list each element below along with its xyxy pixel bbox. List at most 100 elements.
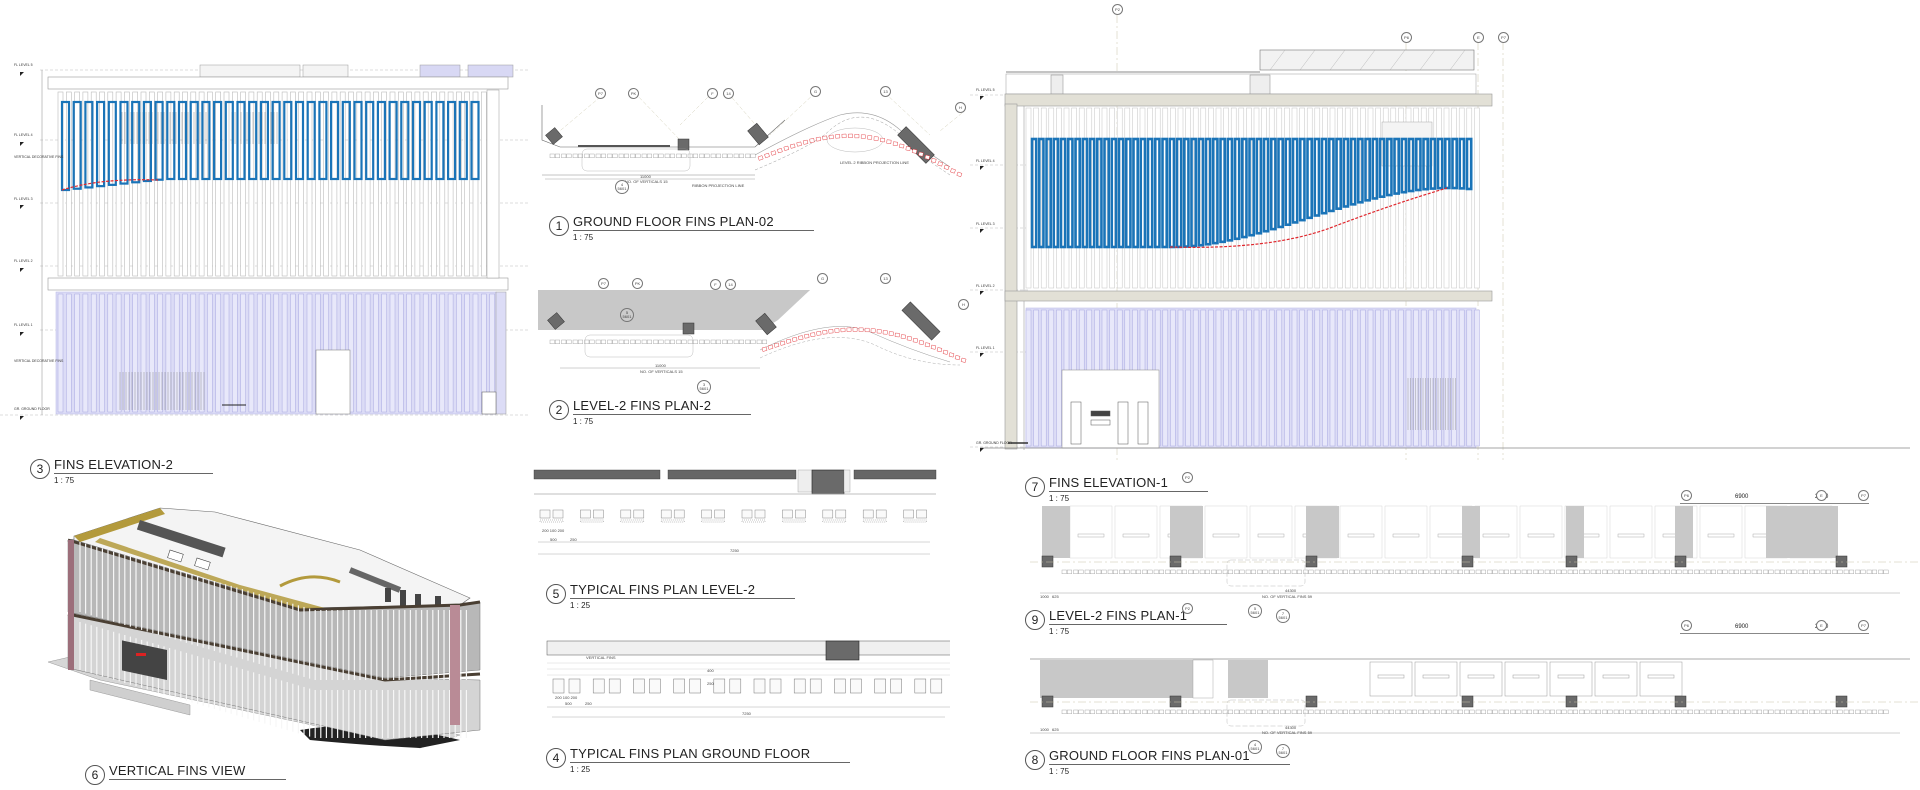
- view-title: TYPICAL FINS PLAN GROUND FLOOR: [570, 746, 851, 763]
- view-ground-floor-fins-plan-02: 11000 NO. OF VERTICALS 15 RIBBON PROJECT…: [530, 75, 970, 190]
- svg-text:1000: 1000: [1040, 594, 1050, 599]
- grid-bubble-e: E: [1816, 620, 1827, 631]
- view-ground-floor-fins-plan-01: 1000 625 44300 NO. OF VERTICAL FINS 59: [1030, 655, 1920, 735]
- svg-text:GR. GROUND FLOOR: GR. GROUND FLOOR: [14, 407, 50, 411]
- grid-bubble-pk: PK: [628, 88, 639, 99]
- svg-text:7250: 7250: [742, 711, 752, 716]
- svg-text:GR. GROUND FLOOR: GR. GROUND FLOOR: [976, 441, 1012, 445]
- view-number: 3: [30, 459, 50, 479]
- grid-bubble-pk: PK: [632, 278, 643, 289]
- svg-text:FL LEVEL 5: FL LEVEL 5: [14, 63, 33, 67]
- svg-text:LEVEL 2 RIBBON PROJECTION LINE: LEVEL 2 RIBBON PROJECTION LINE: [840, 160, 909, 165]
- view-title: LEVEL-2 FINS PLAN-2: [573, 398, 752, 415]
- view-fins-elevation-2: FL LEVEL 5 FL LEVEL 4 FL LEVEL 3 FL LEVE…: [0, 60, 530, 440]
- svg-text:FL LEVEL 4: FL LEVEL 4: [14, 133, 33, 137]
- title-fins-elevation-1: 7 FINS ELEVATION-1 1 : 75: [1025, 475, 1209, 503]
- grid-bubble-p7: P7: [598, 278, 609, 289]
- title-typical-fins-plan-level-2: 5 TYPICAL FINS PLAN LEVEL-2 1 : 25: [546, 582, 796, 610]
- svg-text:11000: 11000: [640, 174, 652, 179]
- svg-text:FL LEVEL 1: FL LEVEL 1: [14, 323, 33, 327]
- svg-text:NO. OF VERTICALS 15: NO. OF VERTICALS 15: [640, 369, 683, 374]
- view-level-2-fins-plan-2: 11000 NO. OF VERTICALS 15: [530, 270, 970, 380]
- view-number: 4: [546, 748, 566, 768]
- grid-bubble-h: H: [958, 299, 969, 310]
- view-number: 6: [85, 765, 105, 785]
- svg-text:250: 250: [707, 681, 714, 686]
- svg-text:500: 500: [550, 537, 557, 542]
- svg-text:NO. OF VERTICAL FINS 59: NO. OF VERTICAL FINS 59: [1262, 730, 1313, 735]
- grid-bubble-p7: P7: [595, 88, 606, 99]
- svg-text:250: 250: [585, 701, 592, 706]
- grid-bubble-p2: P2: [1182, 472, 1193, 483]
- svg-text:RIBBON PROJECTION LINE: RIBBON PROJECTION LINE: [692, 183, 745, 188]
- view-typical-fins-plan-ground-floor: 7250 VERTICAL FINS 500 250 200 100 200 4…: [530, 637, 950, 737]
- grid-bubble-13: 13: [880, 273, 891, 284]
- title-fins-elevation-2: 3 FINS ELEVATION-2 1 : 75: [30, 457, 214, 485]
- title-level-2-fins-plan-2: 2 LEVEL-2 FINS PLAN-2 1 : 75: [549, 398, 752, 426]
- plan-1-l2-drawing: 1000 625 44300 NO. OF VERTICAL FINS 59: [1030, 505, 1920, 599]
- svg-text:250: 250: [570, 537, 577, 542]
- svg-text:7250: 7250: [730, 548, 740, 553]
- view-scale: 1 : 75: [1049, 627, 1070, 636]
- grid-bubble-f: F: [710, 279, 721, 290]
- title-typical-fins-plan-ground-floor: 4 TYPICAL FINS PLAN GROUND FLOOR 1 : 25: [546, 746, 851, 774]
- svg-text:44300: 44300: [1285, 588, 1297, 593]
- plan-2-drawing: 11000 NO. OF VERTICALS 15: [538, 290, 967, 374]
- svg-text:FL LEVEL 4: FL LEVEL 4: [976, 159, 995, 163]
- title-ground-floor-fins-plan-01: 8 GROUND FLOOR FINS PLAN-01 1 : 75: [1025, 748, 1290, 776]
- grid-bubble-g: G: [810, 86, 821, 97]
- view-scale: 1 : 75: [573, 417, 594, 426]
- typical-gf-drawing: 7250 VERTICAL FINS 500 250 200 100 200 4…: [546, 640, 950, 718]
- view-title: GROUND FLOOR FINS PLAN-01: [1049, 748, 1290, 765]
- view-number: 7: [1025, 477, 1045, 497]
- plan-01-gf-drawing: 1000 625 44300 NO. OF VERTICAL FINS 59: [1030, 658, 1920, 735]
- svg-text:400: 400: [707, 668, 714, 673]
- grid-bubble-14: 14: [725, 279, 736, 290]
- svg-text:VERTICAL FINS: VERTICAL FINS: [586, 655, 616, 660]
- svg-text:625: 625: [1052, 594, 1059, 599]
- view-scale: 1 : 75: [54, 476, 75, 485]
- grid-bubble-14: 14: [723, 88, 734, 99]
- elevation-1-drawing: FL LEVEL 5 FL LEVEL 4 FL LEVEL 3 FL LEVE…: [970, 15, 1910, 460]
- svg-text:FL LEVEL 3: FL LEVEL 3: [14, 197, 33, 201]
- svg-text:11000: 11000: [655, 363, 667, 368]
- view-typical-fins-plan-level-2: 7250 500 250 200 100 200: [530, 462, 950, 572]
- view-title: FINS ELEVATION-1: [1049, 475, 1209, 492]
- svg-text:44300: 44300: [1285, 725, 1297, 730]
- grid-bubble-p2: P2: [1182, 603, 1193, 614]
- grid-bubble-p6: P6: [1681, 490, 1692, 501]
- grid-bubble-p7: P7: [1498, 32, 1509, 43]
- view-number: 1: [549, 216, 569, 236]
- svg-text:FL LEVEL 3: FL LEVEL 3: [976, 222, 995, 226]
- svg-text:VERTICAL DECORATIVE FINS: VERTICAL DECORATIVE FINS: [14, 155, 64, 159]
- view-title: LEVEL-2 FINS PLAN-1: [1049, 608, 1228, 625]
- grid-bubble-p7: P7: [1858, 620, 1869, 631]
- grid-bubble-e: E: [1816, 490, 1827, 501]
- svg-text:625: 625: [1052, 727, 1059, 732]
- svg-text:FL LEVEL 1: FL LEVEL 1: [976, 346, 995, 350]
- view-number: 2: [549, 400, 569, 420]
- view-scale: 1 : 75: [573, 233, 594, 242]
- elevation-2-drawing: FL LEVEL 5 FL LEVEL 4 FL LEVEL 3 FL LEVE…: [0, 63, 530, 420]
- title-vertical-fins-view: 6 VERTICAL FINS VIEW: [85, 763, 286, 785]
- svg-text:NO. OF VERTICALS 15: NO. OF VERTICALS 15: [625, 179, 668, 184]
- view-scale: 1 : 25: [570, 601, 591, 610]
- view-number: 9: [1025, 610, 1045, 630]
- plan-02-drawing: 11000 NO. OF VERTICALS 15 RIBBON PROJECT…: [541, 92, 963, 188]
- svg-text:FL LEVEL 5: FL LEVEL 5: [976, 88, 995, 92]
- typical-l2-drawing: 7250 500 250 200 100 200: [533, 469, 937, 555]
- grid-bubble-p7: P7: [1858, 490, 1869, 501]
- view-number: 8: [1025, 750, 1045, 770]
- svg-text:VERTICAL DECORATIVE FINS: VERTICAL DECORATIVE FINS: [14, 359, 64, 363]
- svg-text:1000: 1000: [1040, 727, 1050, 732]
- grid-bubble-f: F: [707, 88, 718, 99]
- view-scale: 1 : 75: [1049, 767, 1070, 776]
- grid-bubble-p6: P6: [1681, 620, 1692, 631]
